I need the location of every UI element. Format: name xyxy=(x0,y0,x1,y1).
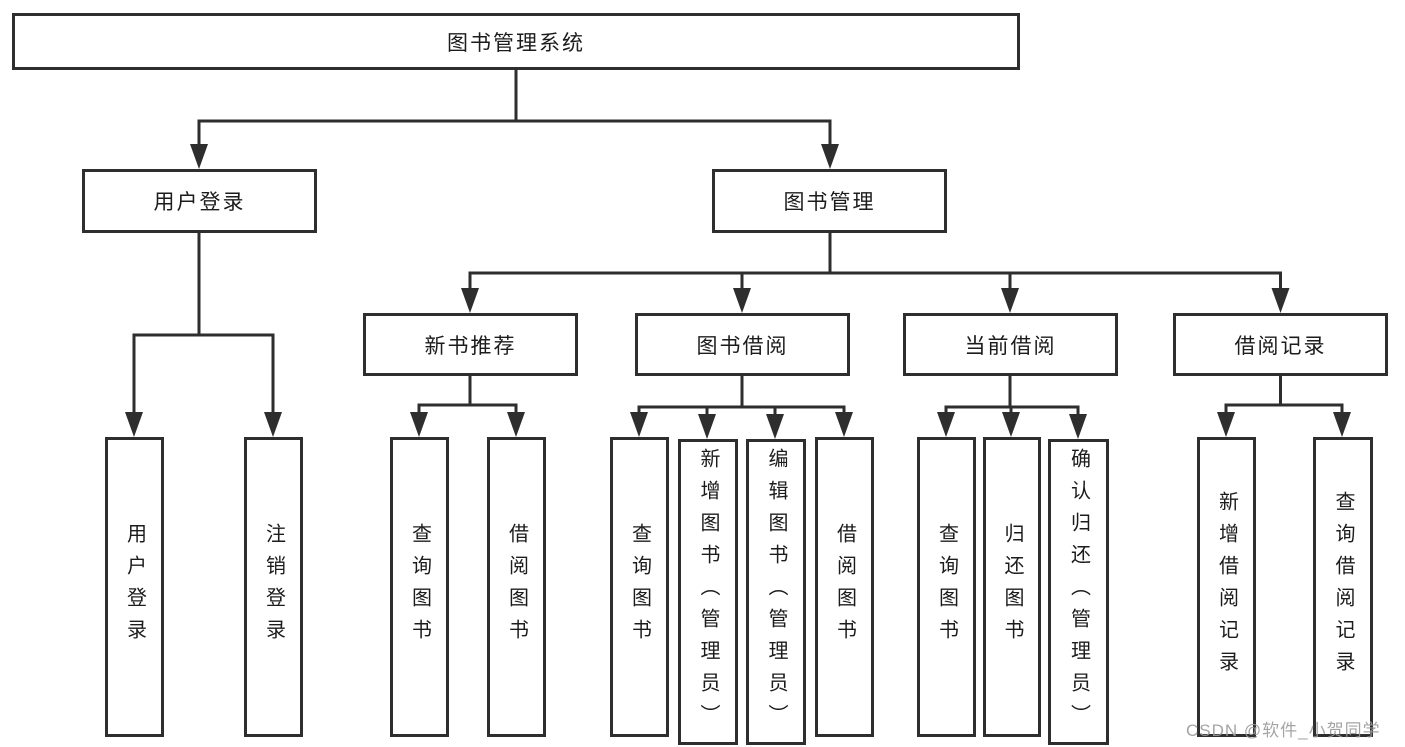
leaf-borrow-borrow-books: 借阅图书 xyxy=(815,437,874,737)
leaf-newbook-query-books: 查询图书 xyxy=(390,437,449,737)
leaf-newbook-borrow-books: 借阅图书 xyxy=(487,437,546,737)
node-book-management-branch: 图书管理 xyxy=(712,169,947,233)
node-label: 归还图书 xyxy=(1001,523,1023,651)
node-label: 图书管理 xyxy=(783,191,876,214)
leaf-borrow-add-books-admin: 新增图书（管理员） xyxy=(678,439,738,745)
csdn-watermark: CSDN @软件_小贺同学 xyxy=(1186,721,1381,740)
node-label: 用户登录 xyxy=(153,191,246,214)
arrowheads xyxy=(125,144,1351,439)
leaf-borrow-query-books: 查询图书 xyxy=(610,437,669,737)
leaf-records-add-record: 新增借阅记录 xyxy=(1197,437,1256,737)
node-label: 新增借阅记录 xyxy=(1215,491,1238,683)
node-label: 编辑图书（管理员） xyxy=(765,448,787,736)
node-label: 查询图书 xyxy=(935,523,958,651)
node-user-login-branch: 用户登录 xyxy=(82,169,317,233)
leaf-current-query-books: 查询图书 xyxy=(917,437,976,737)
node-new-book-recommend: 新书推荐 xyxy=(363,313,578,376)
node-book-borrow: 图书借阅 xyxy=(635,313,850,376)
node-label: 借阅记录 xyxy=(1234,334,1327,358)
leaf-records-query-record: 查询借阅记录 xyxy=(1313,437,1373,737)
node-label: 图书管理系统 xyxy=(447,31,585,55)
leaf-borrow-edit-books-admin: 编辑图书（管理员） xyxy=(746,439,806,745)
leaf-current-confirm-return-admin: 确认归还（管理员） xyxy=(1048,439,1109,745)
leaf-current-return-books: 归还图书 xyxy=(983,437,1041,737)
node-label: 借阅图书 xyxy=(505,523,528,651)
node-label: 用户登录 xyxy=(123,523,146,651)
node-label: 图书借阅 xyxy=(696,334,789,358)
node-label: 查询图书 xyxy=(628,523,651,651)
node-label: 借阅图书 xyxy=(833,523,856,651)
node-label: 注销登录 xyxy=(262,523,285,651)
leaf-logout: 注销登录 xyxy=(244,437,303,737)
node-borrow-records: 借阅记录 xyxy=(1173,313,1388,376)
leaf-user-login: 用户登录 xyxy=(105,437,164,737)
node-label: 查询图书 xyxy=(408,523,431,651)
node-current-borrow: 当前借阅 xyxy=(903,313,1118,376)
node-label: 确认归还（管理员） xyxy=(1067,448,1090,736)
node-label: 新书推荐 xyxy=(424,334,517,358)
node-label: 查询借阅记录 xyxy=(1332,491,1354,683)
node-label: 当前借阅 xyxy=(964,334,1057,358)
node-label: 新增图书（管理员） xyxy=(697,448,719,736)
node-root: 图书管理系统 xyxy=(12,13,1020,70)
